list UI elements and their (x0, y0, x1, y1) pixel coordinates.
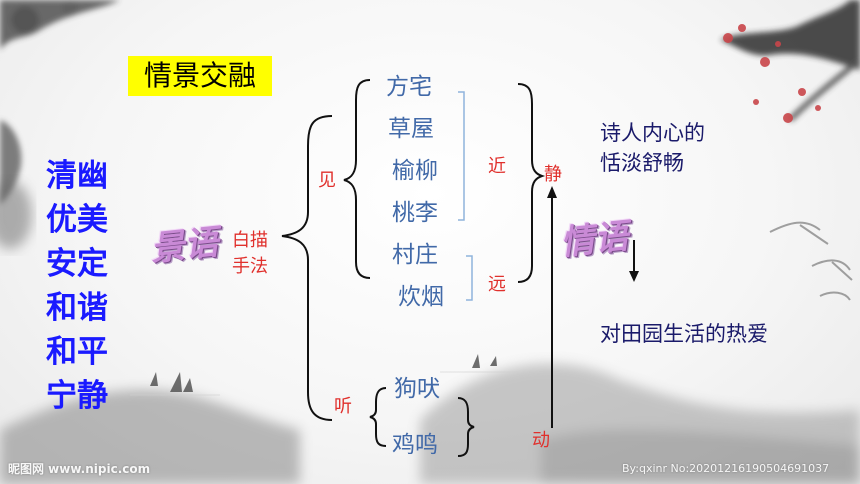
page-title: 情景交融 (128, 56, 272, 96)
mood-word-line: 清幽 (46, 158, 108, 194)
sight-item: 村庄 (392, 242, 438, 268)
sight-item: 草屋 (388, 116, 434, 142)
near-label: 近 (488, 156, 506, 177)
mood-words-column: 清幽 优美 安定 和谐 和平 宁静 (46, 154, 122, 418)
see-label: 见 (318, 170, 336, 191)
mood-word-line: 优美 (46, 202, 108, 238)
emotion-line: 诗人内心的 (600, 121, 705, 145)
emotion-conclusion: 对田园生活的热爱 (600, 322, 768, 346)
technique-line: 手法 (232, 256, 268, 277)
far-label: 远 (488, 274, 506, 295)
emotion-line: 恬淡舒畅 (600, 151, 684, 175)
sight-item: 方宅 (386, 74, 432, 100)
technique-label: 白描 手法 (232, 228, 268, 280)
quiet-label: 静 (544, 164, 562, 185)
sight-item: 榆柳 (392, 158, 438, 184)
emotion-description: 诗人内心的 恬淡舒畅 (600, 118, 705, 178)
mood-word-line: 宁静 (46, 378, 108, 414)
mood-word-line: 和平 (46, 334, 108, 370)
mood-word-line: 和谐 (46, 290, 108, 326)
watermark-left: 昵图网 www.nipic.com (8, 462, 151, 476)
technique-line: 白描 (232, 230, 268, 251)
mood-word-line: 安定 (46, 246, 108, 282)
watermark-right: By:qxinr No:20201216190504691037 (622, 462, 830, 475)
motion-label: 动 (532, 430, 550, 451)
sight-item: 炊烟 (398, 284, 444, 310)
sound-item: 狗吠 (394, 376, 440, 402)
sound-item: 鸡鸣 (392, 432, 438, 458)
sight-item: 桃李 (392, 200, 438, 226)
hear-label: 听 (334, 396, 352, 417)
